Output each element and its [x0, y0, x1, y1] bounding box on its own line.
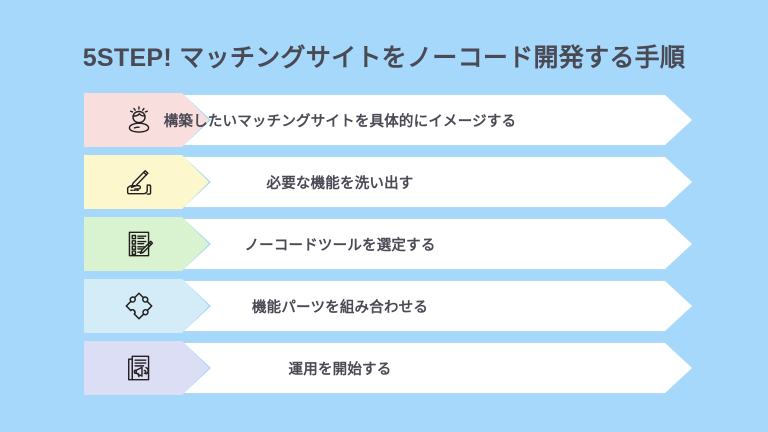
step-label-5: 運用を開始する — [288, 361, 392, 378]
step-icon-plate-5 — [84, 341, 209, 395]
step-icon-plate-3 — [84, 217, 209, 271]
step-label-2: 必要な機能を洗い出す — [266, 175, 414, 192]
step-label-4: 機能パーツを組み合わせる — [251, 299, 429, 316]
step-banner-4 — [182, 279, 694, 333]
step-banner-5 — [182, 341, 694, 395]
person-idea-icon — [122, 103, 156, 137]
step-banner-fill-5 — [184, 343, 692, 393]
step-banner-2 — [182, 155, 694, 209]
step-banner-3 — [182, 217, 694, 271]
hand-writing-pen-icon — [122, 165, 156, 199]
step-banner-fill-4 — [184, 281, 692, 331]
step-row: 機能パーツを組み合わせる — [84, 279, 694, 333]
step-row: 構築したいマッチングサイトを具体的にイメージする — [84, 93, 694, 147]
checklist-pencil-icon — [122, 227, 156, 261]
step-banner-fill-3 — [184, 219, 692, 269]
step-icon-plate-4 — [84, 279, 209, 333]
step-banner-fill-1 — [184, 95, 692, 145]
step-label-1: 構築したいマッチングサイトを具体的にイメージする — [163, 113, 517, 130]
step-row: 必要な機能を洗い出す — [84, 155, 694, 209]
step-icon-plate-2 — [84, 155, 209, 209]
page-title: 5STEP! マッチングサイトをノーコード開発する手順 — [82, 44, 686, 72]
step-row: 運用を開始する — [84, 341, 694, 395]
step-icon-plate-1 — [84, 93, 209, 147]
step-banner-fill-2 — [184, 157, 692, 207]
step-list: 構築したいマッチングサイトを具体的にイメージする — [84, 93, 694, 395]
document-megaphone-icon — [122, 351, 156, 385]
step-row: ノーコードツールを選定する — [84, 217, 694, 271]
step-banner-1 — [182, 93, 694, 147]
step-label-3: ノーコードツールを選定する — [244, 237, 436, 254]
puzzle-pieces-icon — [121, 288, 157, 324]
